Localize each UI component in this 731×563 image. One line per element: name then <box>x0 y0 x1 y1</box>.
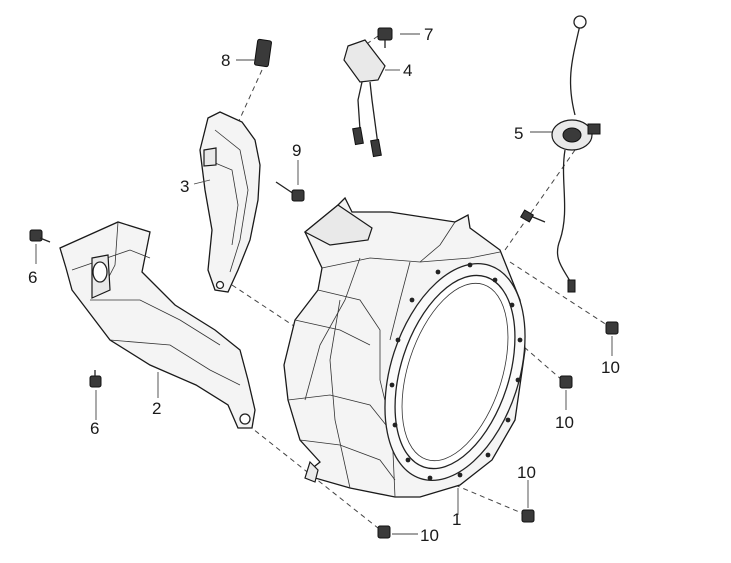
leader-lines <box>35 33 613 535</box>
lower-duct-cover <box>59 221 256 429</box>
bolt-part-10-d <box>377 525 391 539</box>
bolt-part-7 <box>377 27 393 48</box>
bolt-part-9 <box>275 181 305 202</box>
fan-housing <box>283 196 526 498</box>
bolt-part-10-a <box>605 321 619 335</box>
callout-5: 5 <box>514 124 523 143</box>
callout-9: 9 <box>292 141 301 160</box>
callout-3: 3 <box>180 177 189 196</box>
callout-10-bottom: 10 <box>420 526 439 545</box>
connector-part-8 <box>254 38 272 68</box>
callout-2: 2 <box>152 399 161 418</box>
callout-6-lower: 6 <box>90 419 99 438</box>
callout-7: 7 <box>424 25 433 44</box>
ring-bolt-holes <box>389 262 523 481</box>
bolt-part-10-c <box>521 509 535 523</box>
bolt-part-10-b <box>559 375 573 389</box>
sensor-with-harness <box>519 15 601 293</box>
callout-10-right: 10 <box>601 358 620 377</box>
side-shroud <box>199 111 261 293</box>
ignition-module <box>343 39 386 158</box>
callout-8: 8 <box>221 51 230 70</box>
bolt-part-6-lower <box>89 370 102 388</box>
bolt-part-6-upper <box>29 229 51 243</box>
callout-6-upper: 6 <box>28 268 37 287</box>
callout-4: 4 <box>403 61 412 80</box>
callout-10-lower-right: 10 <box>517 463 536 482</box>
callout-1: 1 <box>452 510 461 529</box>
callout-10-middle: 10 <box>555 413 574 432</box>
